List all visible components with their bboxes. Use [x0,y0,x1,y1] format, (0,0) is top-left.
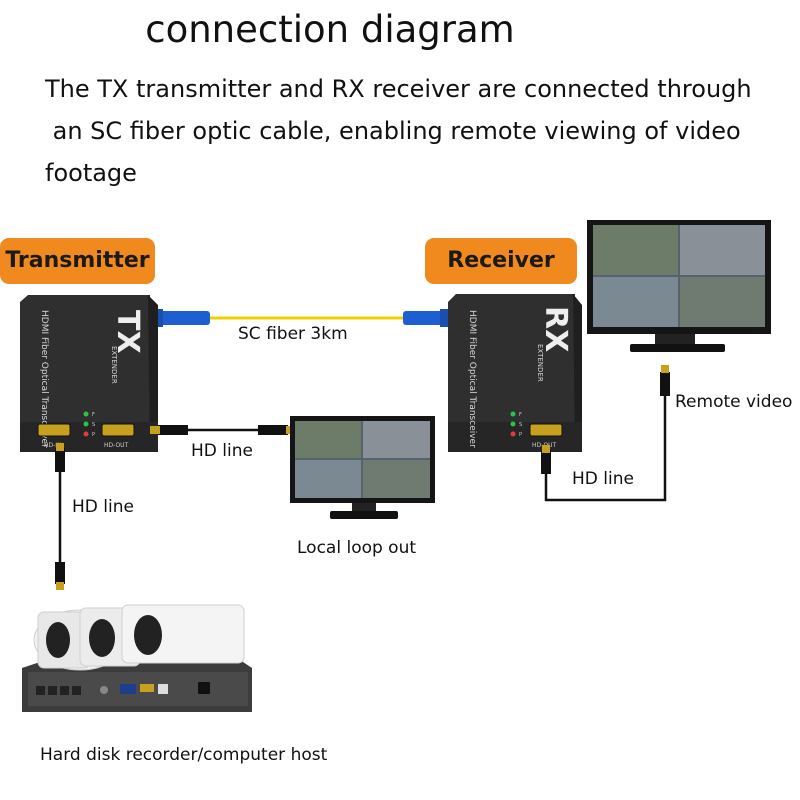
description-line-3: footage [45,159,137,187]
tx-led-f: F [92,412,95,418]
rx-led-f: F [519,412,522,418]
recorder-and-cameras [22,604,252,712]
tx-led-p: P [92,432,95,438]
local-loop-label: Local loop out [297,538,417,558]
fiber-cable [150,309,453,327]
recorder-label: Hard disk recorder/computer host [40,745,328,765]
tx-logo: TX [110,310,145,354]
local-monitor [290,416,435,519]
remote-monitor [587,220,771,352]
description-line-1: The TX transmitter and RX receiver are c… [45,75,752,103]
hd-line-rx-label: HD line [572,469,634,489]
tx-port-out-label: HD-OUT [104,442,129,449]
rx-logo: RX [538,306,573,352]
tx-port-in-label: HD-IN [44,442,62,449]
transmitter-badge: Transmitter [0,238,155,284]
remote-video-label: Remote video [675,392,793,412]
hd-cables [58,395,667,565]
fiber-label: SC fiber 3km [238,324,348,344]
receiver-badge: Receiver [425,238,577,284]
tx-brand: EXTENDER [110,346,118,384]
description-line-2: an SC fiber optic cable, enabling remote… [45,117,741,145]
hd-line-tx-out-label: HD line [191,441,253,461]
diagram-description: The TX transmitter and RX receiver are c… [45,68,785,194]
tx-device: TX EXTENDER HDMI Fiber Optical Transceiv… [20,295,158,452]
rx-device: RX EXTENDER HDMI Fiber Optical Transceiv… [448,294,582,452]
rx-product-label: HDMI Fiber Optical Transceiver [467,310,477,448]
diagram-title: connection diagram [145,8,515,51]
tx-product-label: HDMI Fiber Optical Transceiver [39,310,49,448]
rx-led-p: P [519,432,522,438]
hd-line-tx-in-label: HD line [72,497,134,517]
rx-brand: EXTENDER [536,344,544,382]
rx-led-s: S [519,422,522,428]
tx-led-s: S [92,422,95,428]
